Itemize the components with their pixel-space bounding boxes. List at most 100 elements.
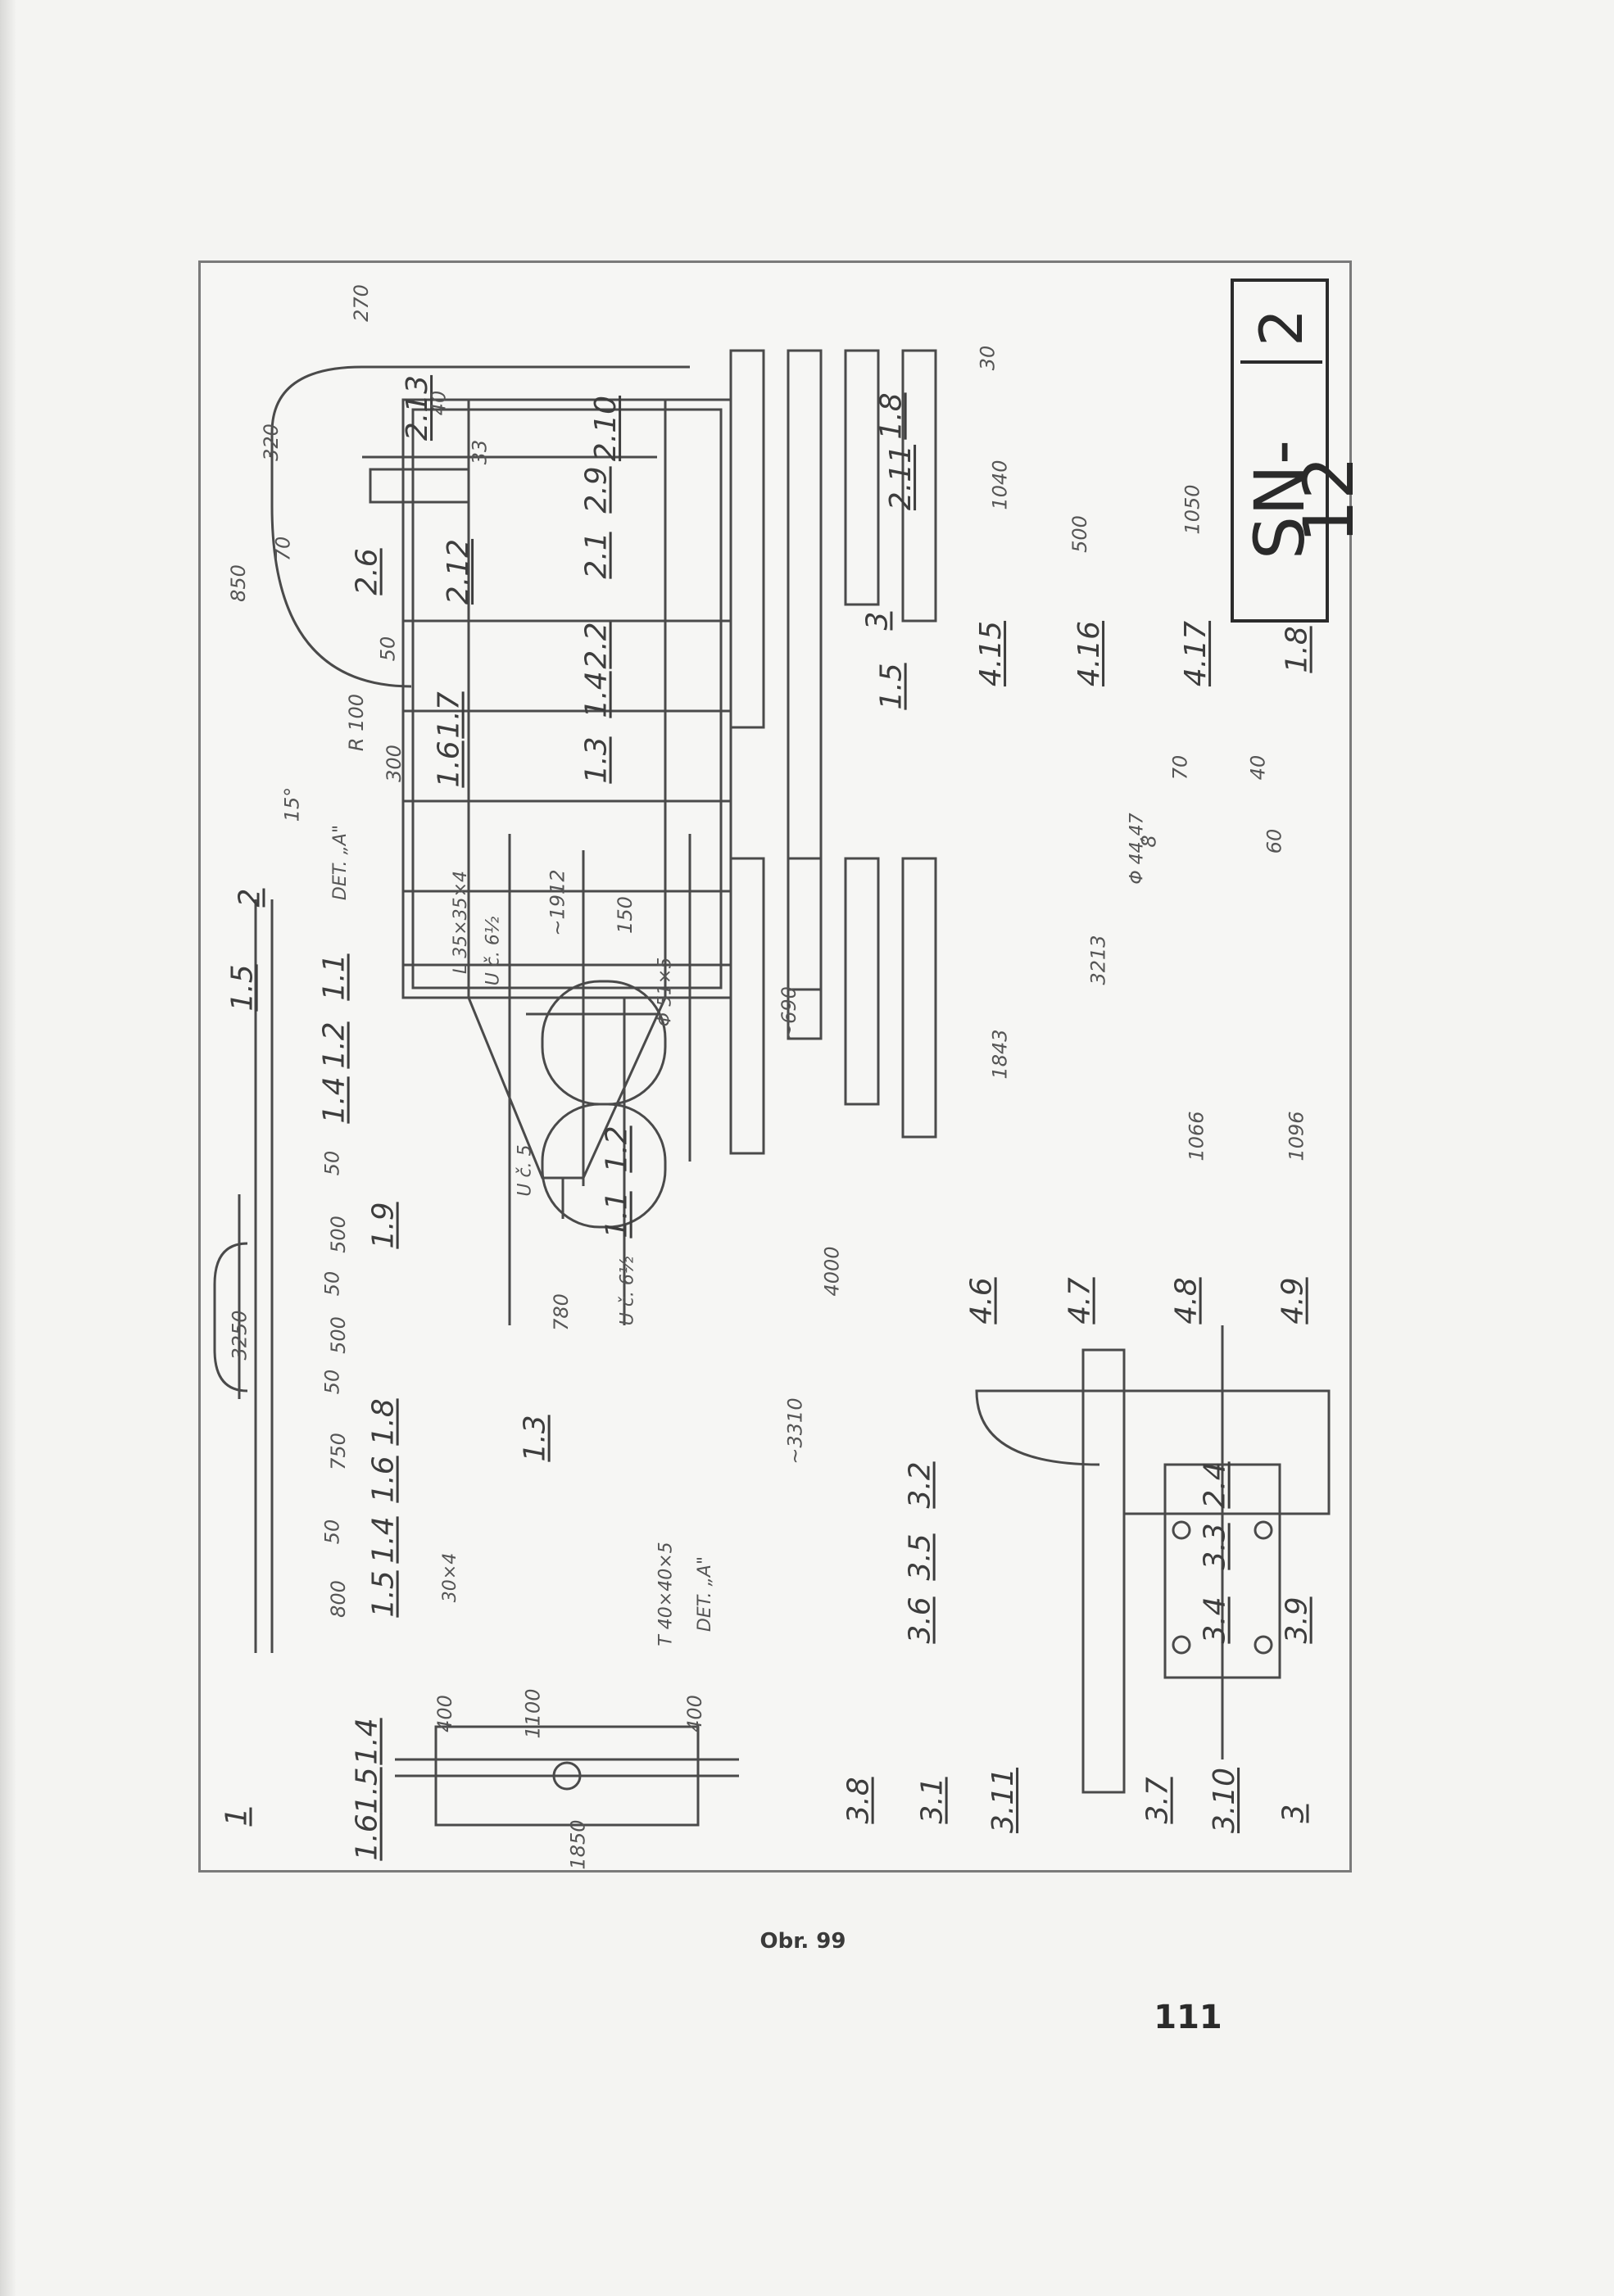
part-label: 1.3 (518, 1415, 552, 1462)
dimension: 400 (433, 1695, 456, 1732)
dimension: 320 (259, 423, 283, 461)
dimension: 50 (320, 1270, 344, 1297)
part-label: 1.5 (225, 964, 260, 1012)
dimension: ~3310 (783, 1397, 807, 1465)
part-label: 2.10 (589, 395, 623, 462)
part-label: 2.2 (579, 622, 614, 669)
drawing-frame (198, 260, 1352, 1873)
part-label: 4.17 (1179, 620, 1213, 687)
page-number: 111 (1154, 1999, 1222, 2036)
drawbar-suspension-view (270, 365, 691, 1229)
dimension: 40 (1246, 754, 1270, 781)
dimension: 150 (613, 896, 637, 934)
part-label: 2.9 (579, 466, 614, 514)
part-label: 1.9 (366, 1202, 401, 1249)
part-label: 1.4 (317, 1076, 351, 1124)
part-label: 3.9 (1280, 1596, 1314, 1644)
dimension: 3213 (1086, 935, 1110, 985)
part-label: 4.15 (974, 620, 1009, 687)
part-label: 2.1 (579, 532, 614, 579)
part-label: 3.2 (903, 1461, 937, 1509)
part-label: 1.8 (874, 392, 909, 440)
part-label: 2.4 (1198, 1461, 1232, 1509)
dimension: 4000 (820, 1246, 844, 1297)
view-label-3: 3 (1276, 1804, 1311, 1823)
dimension: 50 (376, 636, 400, 662)
dimension: 400 (682, 1695, 706, 1732)
part-label: 1.7 (432, 691, 466, 739)
part-label: 3.5 (903, 1533, 937, 1581)
part-label: 1.1 (600, 1191, 634, 1239)
sheet-number: 2 (1240, 295, 1322, 364)
profile-note: U č. 5 (515, 1144, 536, 1197)
dimension: 40 (427, 390, 451, 416)
dimension: 500 (1068, 515, 1091, 553)
dimension: 850 (226, 564, 250, 602)
profile-note: Φ 51×5 (655, 957, 676, 1027)
part-label: 4.7 (1063, 1277, 1097, 1325)
part-label: 1.4 (366, 1516, 401, 1564)
dimension: 1850 (566, 1819, 590, 1870)
dimension: 300 (382, 745, 406, 782)
drawing-title: SN-12 (1240, 439, 1369, 560)
part-label: 3.11 (986, 1767, 1021, 1834)
part-label: 3.8 (841, 1777, 876, 1824)
profile-note: 30×4 (440, 1552, 461, 1603)
profile-note: L 35×35×4 (451, 870, 472, 975)
part-label: 3.4 (1198, 1596, 1232, 1644)
view-label-1: 1 (220, 1807, 254, 1827)
part-label: 1.4 (350, 1718, 384, 1765)
part-label: 1.2 (317, 1021, 351, 1069)
dimension: 50 (320, 1519, 344, 1545)
dimension: 70 (1168, 754, 1192, 781)
part-label: 2.6 (350, 548, 384, 596)
title-block (1231, 279, 1329, 623)
detail-note: DET. „A" (330, 824, 351, 901)
detail-note: DET. „A" (695, 1556, 716, 1633)
part-label: 1.2 (600, 1125, 634, 1173)
dimension: 1040 (988, 460, 1012, 510)
dimension: R 100 (345, 693, 369, 752)
part-label: 1.5 (350, 1767, 384, 1814)
part-label: 3.3 (1198, 1523, 1232, 1570)
dimension: 30 (976, 345, 1000, 371)
part-label: 1.6 (366, 1456, 401, 1503)
part-label: 3.1 (915, 1777, 950, 1824)
part-label: 3 (860, 611, 895, 631)
dimension: 750 (326, 1433, 350, 1470)
part-label: 1.8 (1280, 626, 1314, 673)
part-label: 1.1 (317, 953, 351, 1001)
frame-plan-view (401, 398, 732, 1325)
profile-note: U č. 6½ (483, 916, 504, 986)
dimension: 60 (1263, 828, 1286, 854)
part-label: 1.4 (579, 671, 614, 718)
profile-note: Φ 44,47 (1127, 813, 1148, 885)
dimension: 50 (320, 1369, 344, 1395)
hub-section-view (975, 1325, 1331, 1794)
dimension: 800 (326, 1580, 350, 1618)
dimension: ~690 (777, 986, 800, 1040)
part-label: 1.6 (350, 1814, 384, 1861)
beam-details (729, 349, 937, 1155)
part-label: 1.5 (874, 663, 909, 710)
end-elevation-view (395, 1725, 739, 1827)
part-label: 3.10 (1208, 1767, 1242, 1834)
dimension: 500 (326, 1316, 350, 1354)
dimension: 50 (320, 1150, 344, 1176)
dimension: 1100 (521, 1688, 545, 1739)
dimension: 1050 (1181, 484, 1204, 535)
dimension: 3250 (228, 1310, 252, 1361)
view-label-2: 2 (233, 888, 267, 908)
part-label: 1.6 (432, 740, 466, 788)
part-label: 4.16 (1072, 620, 1107, 687)
dimension: 33 (468, 439, 492, 465)
dimension: ~1912 (546, 869, 569, 936)
dimension: 70 (271, 536, 295, 562)
part-label: 2.12 (442, 538, 476, 605)
dimension: 270 (349, 284, 373, 322)
part-label: 2.11 (884, 444, 918, 511)
page-edge-shadow (0, 0, 16, 2296)
dimension: 500 (326, 1216, 350, 1253)
part-label: 1.5 (366, 1570, 401, 1618)
figure-caption: Obr. 99 (759, 1929, 846, 1954)
